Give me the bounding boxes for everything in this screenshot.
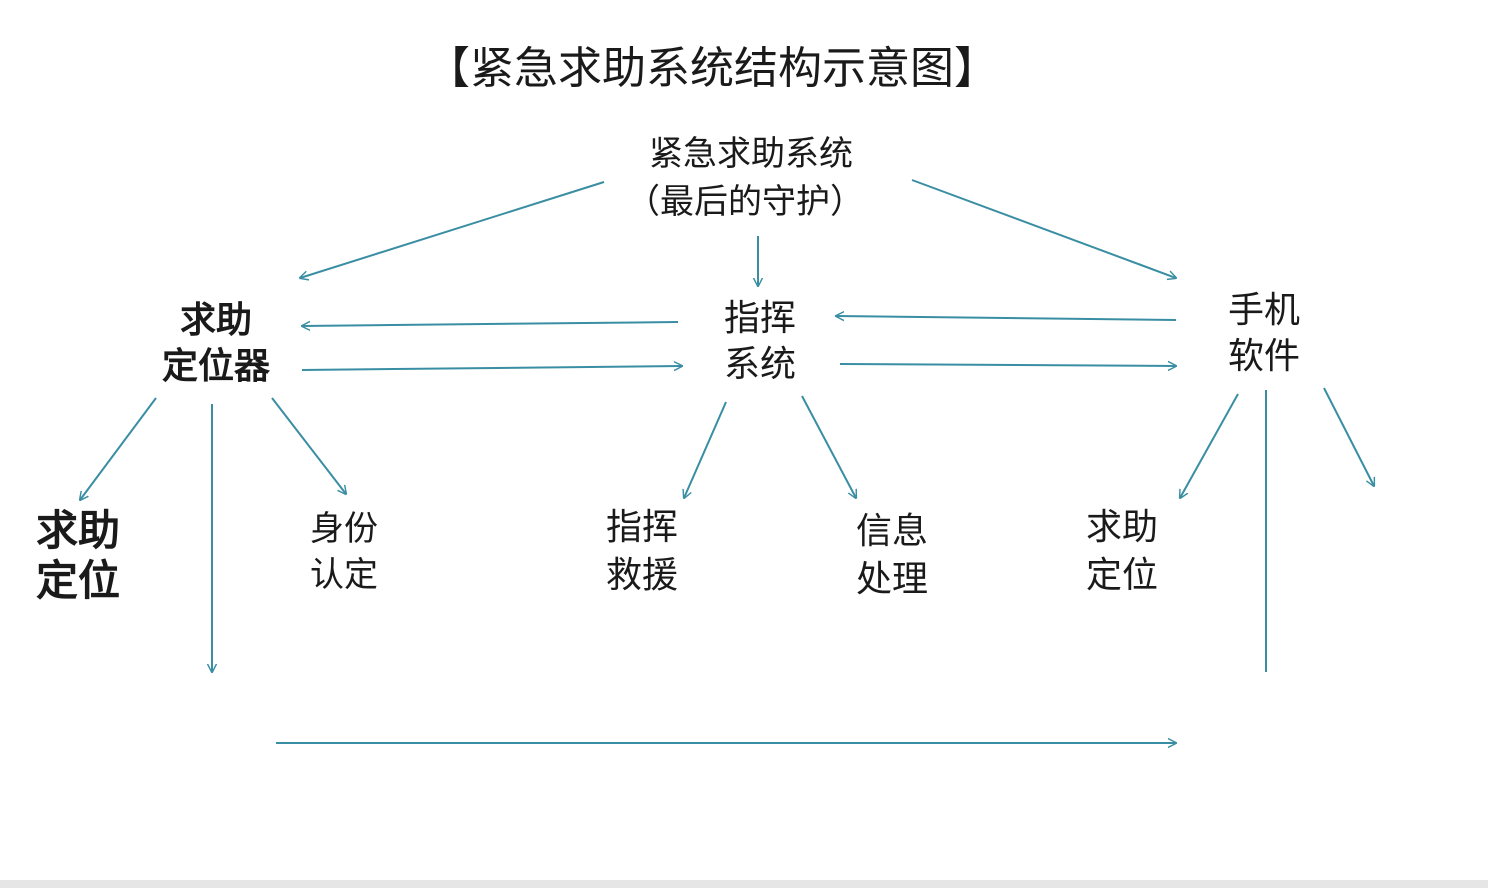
node-phone-positioning: 求助 定位: [1086, 504, 1158, 600]
node-identity-line2: 认定: [310, 555, 378, 595]
node-command-rescue-line2: 救援: [606, 555, 679, 596]
node-command-system-line1: 指挥: [724, 298, 797, 339]
node-phone-software-line2: 软件: [1228, 336, 1301, 377]
arrow-locator-to-sos-positioning: [80, 397, 157, 500]
node-command-system: 指挥 系统: [724, 296, 796, 388]
node-phone-software: 手机 软件: [1228, 288, 1300, 380]
node-sos-locator: 求助 定位器: [156, 298, 276, 390]
node-info-processing: 信息 处理: [856, 508, 928, 604]
arrow-command-to-info: [801, 395, 856, 498]
arrow-root-to-phone: [911, 179, 1176, 278]
node-sos-locator-line1: 求助: [179, 300, 252, 341]
node-phone-positioning-line2: 定位: [1086, 555, 1159, 596]
node-command-rescue-line1: 指挥: [606, 507, 679, 548]
node-sos-locator-line2: 定位器: [161, 346, 270, 387]
arrow-phone-to-command: [836, 316, 1177, 320]
node-phone-positioning-line1: 求助: [1086, 507, 1159, 548]
diagram-title: 【紧急求助系统结构示意图】: [426, 43, 998, 94]
root-node-subtitle: （最后的守护）: [626, 182, 864, 222]
arrow-root-to-locator: [300, 181, 605, 278]
root-node-emergency-system: 紧急求助系统 （最后的守护）: [626, 130, 864, 226]
bottom-divider: [0, 880, 1488, 888]
node-sos-positioning: 求助 定位: [36, 506, 120, 606]
node-command-system-line2: 系统: [724, 344, 797, 385]
arrow-locator-to-command: [301, 366, 682, 370]
node-identity-verification: 身份 认定: [310, 506, 378, 598]
node-sos-positioning-line1: 求助: [36, 506, 121, 555]
empty-node-bottom-left: [136, 676, 266, 796]
empty-node-right: [1352, 490, 1472, 608]
arrow-locator-to-identity: [271, 397, 346, 494]
arrow-command-to-rescue: [684, 401, 727, 498]
node-info-processing-line1: 信息: [856, 511, 929, 552]
root-node-name: 紧急求助系统: [649, 134, 853, 174]
node-identity-line1: 身份: [310, 509, 378, 549]
arrow-phone-to-right: [1323, 387, 1374, 486]
arrow-command-to-phone: [839, 364, 1176, 366]
empty-node-bottom-right: [1206, 672, 1328, 792]
arrow-command-to-locator: [302, 322, 679, 326]
node-phone-software-line1: 手机: [1228, 290, 1301, 331]
node-info-processing-line2: 处理: [856, 559, 929, 600]
node-sos-positioning-line2: 定位: [36, 556, 121, 605]
arrow-phone-to-positioning: [1180, 393, 1239, 498]
node-command-rescue: 指挥 救援: [606, 504, 678, 600]
